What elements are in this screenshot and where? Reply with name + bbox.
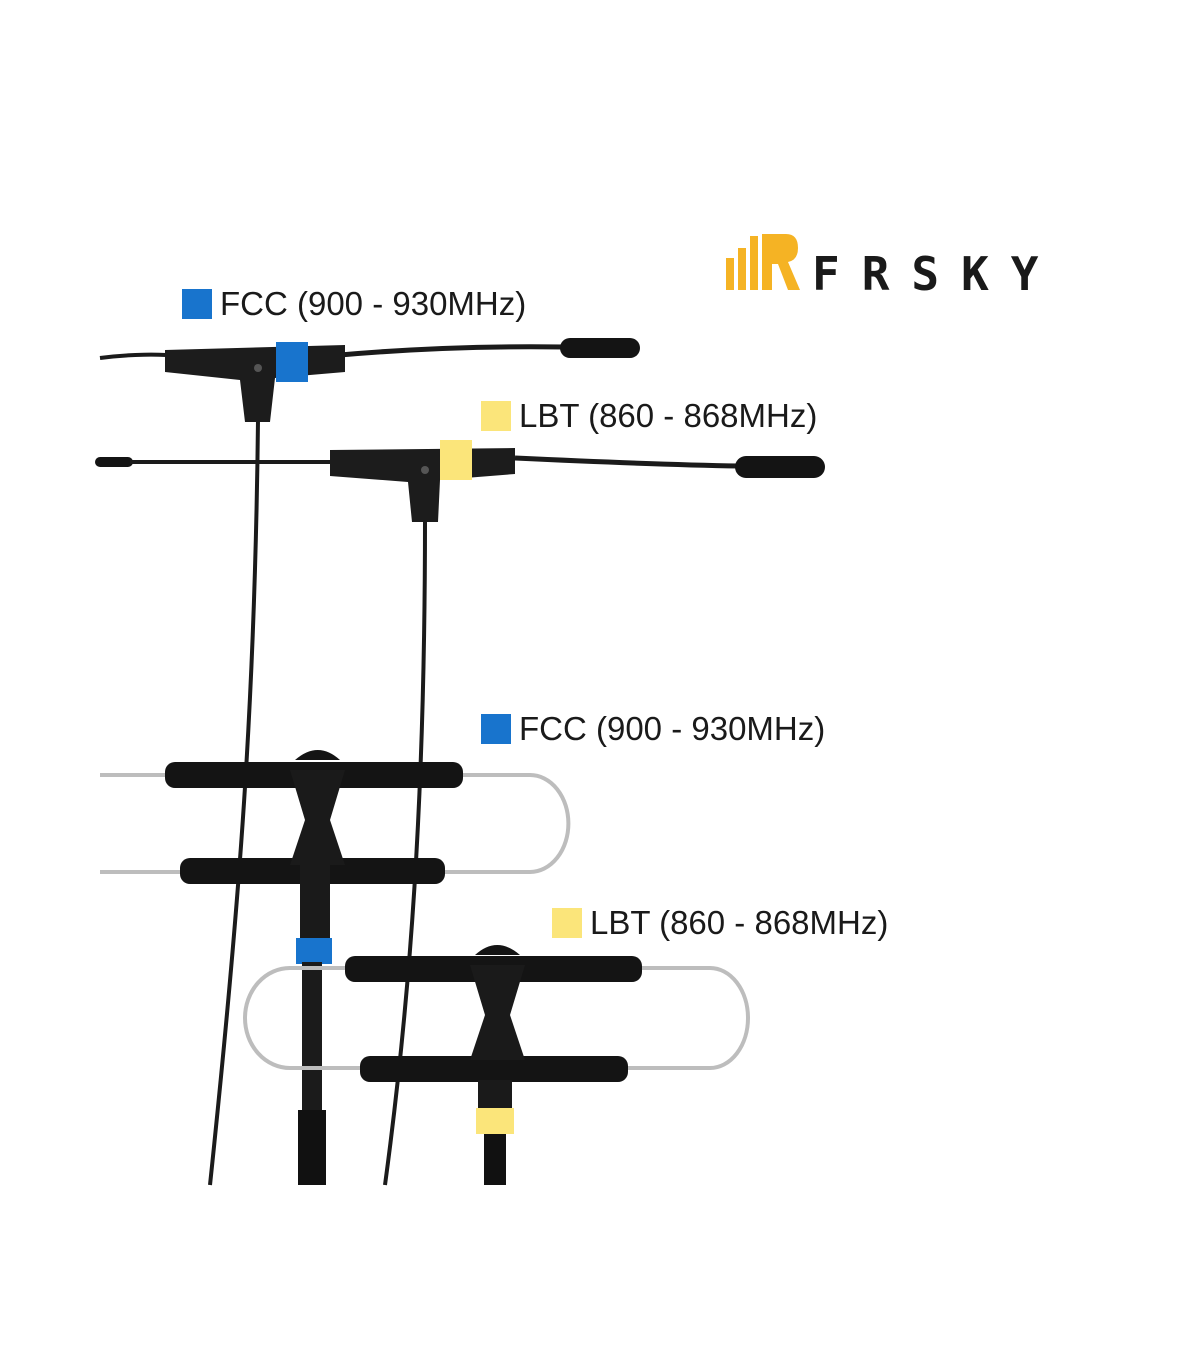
- label-lbt-top: LBT (860 - 868MHz): [481, 397, 817, 435]
- frsky-logo-icon: FrSky: [726, 234, 1060, 301]
- label-text: LBT (860 - 868MHz): [590, 904, 889, 941]
- lbt-swatch: [481, 401, 511, 431]
- frsky-logo: FrSky: [726, 228, 1066, 301]
- fcc-dipole-antenna: [100, 750, 571, 1185]
- fcc-t-antenna-cable: [208, 419, 260, 1186]
- fcc-t-antenna: [99, 338, 640, 422]
- label-text: FCC (900 - 930MHz): [220, 285, 527, 322]
- lbt-t-antenna: [95, 440, 825, 522]
- lbt-dipole-antenna: [243, 945, 750, 1185]
- label-text: LBT (860 - 868MHz): [519, 397, 818, 434]
- label-fcc-top: FCC (900 - 930MHz): [182, 285, 526, 323]
- fcc-swatch: [481, 714, 511, 744]
- lbt-swatch: [552, 908, 582, 938]
- label-fcc-bottom: FCC (900 - 930MHz): [481, 710, 825, 748]
- lbt-t-antenna-cable: [383, 519, 427, 1186]
- brand-name: FrSky: [812, 247, 1060, 298]
- label-lbt-bottom: LBT (860 - 868MHz): [552, 904, 888, 942]
- label-text: FCC (900 - 930MHz): [519, 710, 826, 747]
- fcc-swatch: [182, 289, 212, 319]
